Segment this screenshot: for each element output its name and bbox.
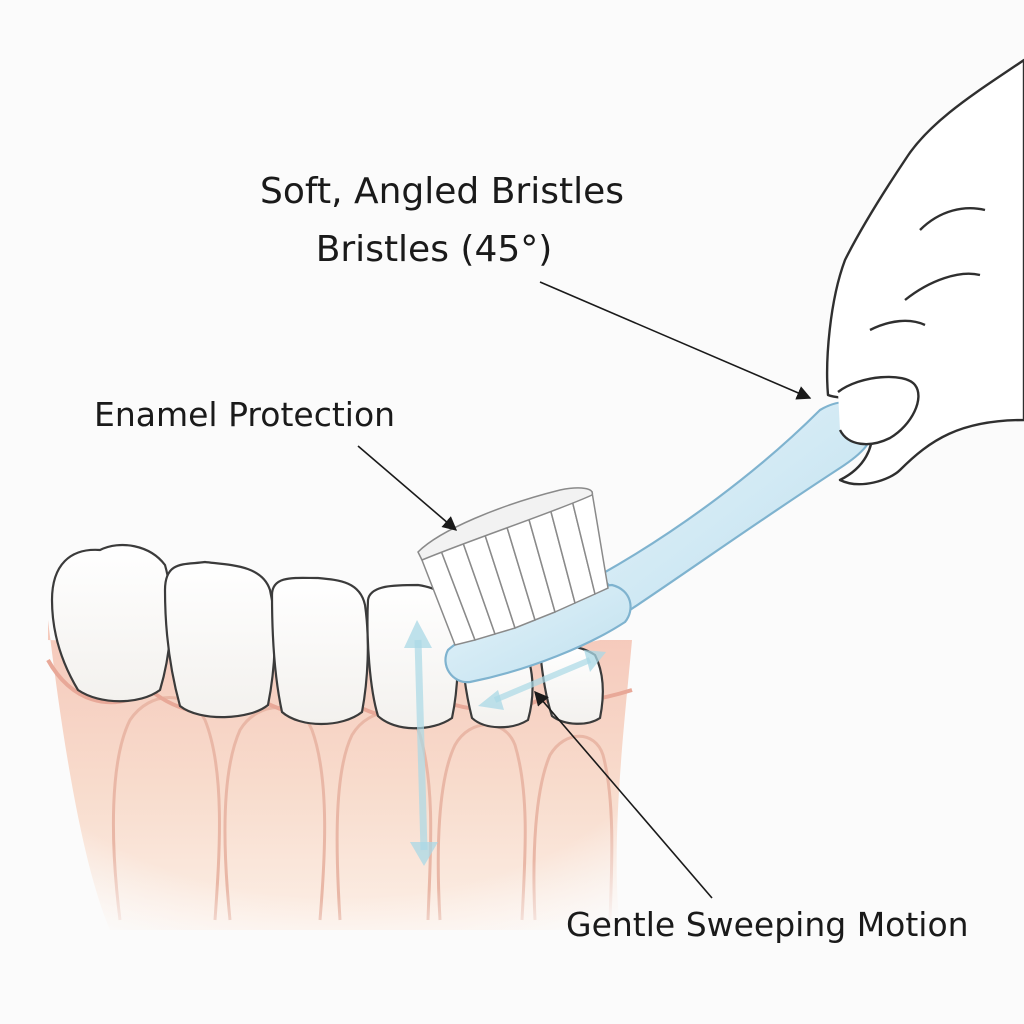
motion-label: Gentle Sweeping Motion <box>566 905 969 944</box>
bristles-leader-line <box>539 281 812 400</box>
annotation-lines <box>357 281 812 899</box>
toothbrush-icon <box>417 400 875 684</box>
enamel-label: Enamel Protection <box>94 395 396 434</box>
hand-icon <box>825 58 1024 486</box>
bristles-label-line1: Soft, Angled Bristles <box>260 171 624 212</box>
motion-leader-line <box>534 690 713 899</box>
enamel-leader-line <box>357 445 458 531</box>
motion-arrow-icon <box>404 620 606 866</box>
bristles-label-line2: Bristles (45°) <box>315 229 553 270</box>
